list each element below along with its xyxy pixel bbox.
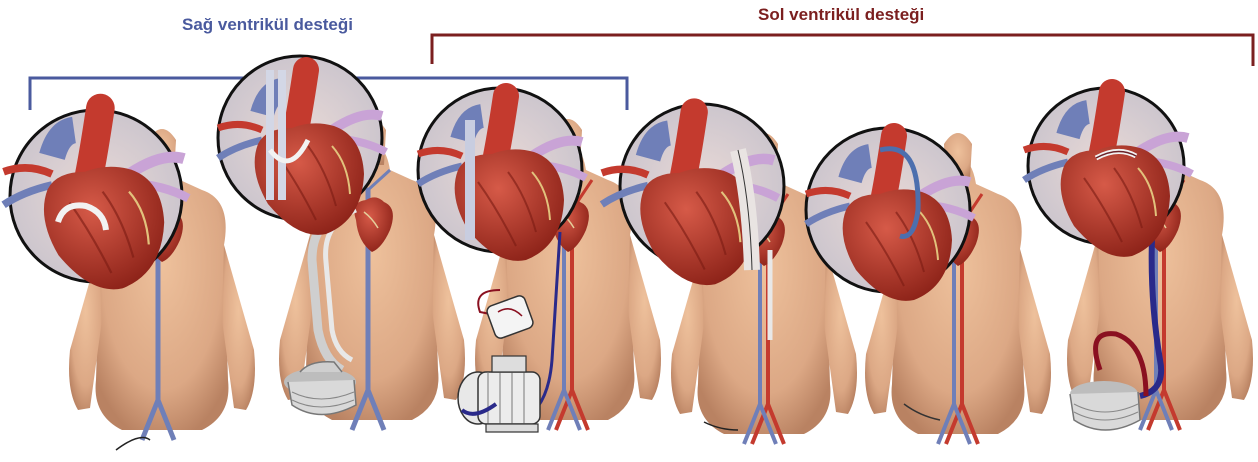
pump-console-2 xyxy=(1070,381,1140,430)
left-support-bracket xyxy=(432,35,1253,66)
panel-6-figure xyxy=(1024,88,1253,430)
panel-2-figure xyxy=(218,56,465,430)
panel-1-figure xyxy=(4,108,255,450)
